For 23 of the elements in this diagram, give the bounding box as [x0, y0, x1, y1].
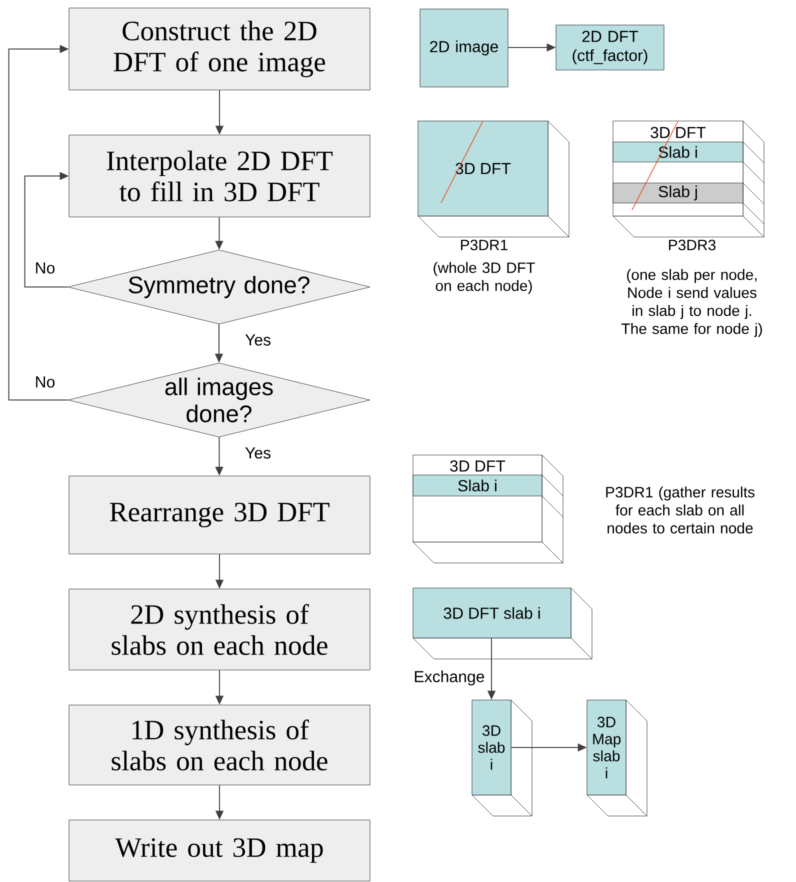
- process-box: Rearrange 3D DFT: [68, 476, 370, 554]
- cube-drawing: 3D DFT slab i: [412, 588, 592, 660]
- process-box: 1D synthesis of slabs on each node: [68, 704, 370, 786]
- process-box: Write out 3D map: [68, 820, 370, 882]
- slab-band: Slab j: [612, 182, 744, 204]
- slab-drawing: 3D slab i: [472, 700, 532, 816]
- process-box: Interpolate 2D DFT to fill in 3D DFT: [68, 134, 370, 218]
- edge-label: No: [34, 261, 56, 275]
- data-box: 2D DFT (ctf_factor): [556, 24, 664, 70]
- slab-band: Slab i: [412, 474, 542, 496]
- caption-text: P3DR1: [461, 240, 508, 250]
- edge-label: Yes: [244, 446, 272, 460]
- slab-drawing: 3D Map slab i: [586, 700, 648, 816]
- process-box: Construct the 2D DFT of one image: [68, 8, 370, 90]
- data-box: 2D image: [420, 8, 508, 88]
- caption-text: P3DR3: [669, 240, 716, 250]
- caption-text: (one slab per node, Node i send values in slab j to node j. The same for node j): [621, 269, 762, 337]
- process-box: 2D synthesis of slabs on each node: [68, 588, 370, 670]
- edge-label: Yes: [244, 333, 272, 347]
- caption-text: (whole 3D DFT on each node): [434, 262, 535, 294]
- caption-text: P3DR1 (gather results for each slab on all nodes to certain node: [606, 486, 754, 534]
- edge-label: Exchange: [412, 670, 486, 686]
- edge-label: No: [34, 375, 56, 389]
